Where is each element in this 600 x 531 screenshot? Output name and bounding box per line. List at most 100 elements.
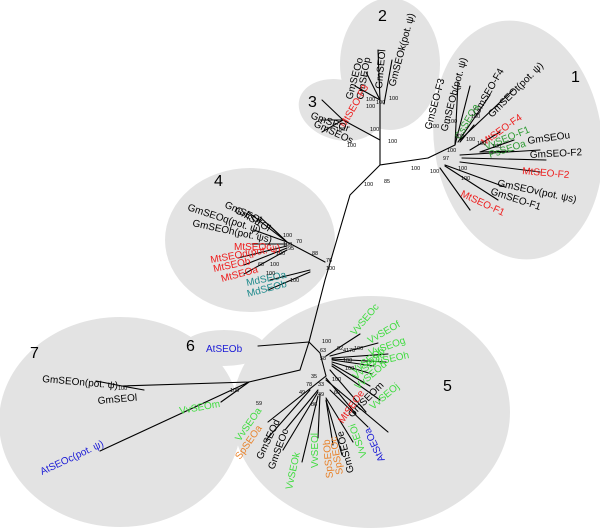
bootstrap-value: 100 [270,262,279,268]
branch-c5-vvi [329,389,369,428]
branch-c5-vvj [331,365,381,401]
bootstrap-value: 100 [492,144,501,150]
branch-c4-mda [269,269,311,281]
bootstrap-value: 100 [118,386,127,392]
bootstrap-value: 100 [266,271,275,277]
bootstrap-value: 100 [354,346,363,352]
bootstrap-value: 100 [276,251,285,257]
branch-backbone [308,157,429,343]
branch-c4-mtb [243,247,288,266]
bootstrap-value: 100 [345,366,354,372]
branch-to-clade-6 [257,341,310,347]
bootstrap-value: 33 [318,382,324,388]
branch-c1-gmf4 [457,94,491,143]
bootstrap-value: 100 [458,166,467,172]
branch-c5-vvc [325,333,361,357]
branch-c2-k [383,59,393,105]
bootstrap-value: 78 [306,382,312,388]
group-labels: 1 2 3 4 5 6 7 [30,8,580,395]
branch-c5-vvf [329,342,379,357]
branch-c5-ata [325,379,389,433]
bootstrap-value: 35 [311,374,317,380]
bootstrap-values: 100 100 100 100 100 100 100 100 97 100 1… [118,96,501,408]
bootstrap-value: 100 [283,242,292,248]
group-label-5: 5 [443,378,452,395]
bootstrap-value: 100 [230,388,239,394]
branch-c5-vvk [301,395,319,463]
branch-c7-n [95,380,123,387]
group-label-2: 2 [378,8,387,25]
bootstrap-value: 100 [430,169,439,175]
bootstrap-value: 100 [455,134,464,140]
bootstrap-value: 100 [364,182,373,188]
bootstrap-value: 100 [447,148,456,154]
bootstrap-value: 86 [311,402,317,408]
branch-c1-mtf2 [459,161,541,173]
bootstrap-value: 59 [256,401,262,407]
bootstrap-value: 70 [296,239,302,245]
branch-c5-vva [267,375,327,423]
bootstrap-value: 100 [290,278,299,284]
bootstrap-value: 92 [337,346,343,352]
bootstrap-value: 97 [443,156,449,162]
bootstrap-value: 100 [376,100,385,106]
branch-c1-gmf3 [454,81,459,146]
branch-c1-gmb [454,85,471,146]
branch-c4-mtd [237,245,288,259]
branch-c5-spb [325,399,334,446]
bootstrap-value: 76 [326,258,332,264]
clade-5-background [232,296,510,528]
bootstrap-value: 100 [466,137,475,143]
branch-c4-h [253,229,288,243]
branch-c5-vvg [331,353,389,359]
branch-c5-vvh [331,358,387,363]
branch-c5-gme [325,397,354,443]
bootstrap-value: 100 [430,124,439,130]
branch-c5-spc [325,399,343,456]
tip-label: SpSEOb [322,439,336,479]
branch-c4-mta [243,249,288,275]
branch-c2-o [354,85,381,101]
clade-1-background [433,20,600,260]
branch-c1-cs [459,124,475,143]
bootstrap-value: 100 [332,377,341,383]
branch-c4-q [247,211,288,243]
tip-label: VvSEOl [310,433,321,468]
branch-c1-gmv [444,164,506,188]
bootstrap-value: 60 [334,390,340,396]
bootstrap-value: 100 [471,114,480,120]
bootstrap-value: 100 [461,176,470,182]
branch-c1-mtf4 [469,131,501,151]
group-label-3: 3 [308,94,317,111]
bootstrap-value: 100 [477,141,486,147]
bootstrap-value: 68 [258,262,264,268]
branch-c5-vvd [331,363,371,387]
bootstrap-value: 100 [411,166,420,172]
bootstrap-value: 70 [349,348,355,354]
branch-c2-l [377,49,381,101]
group-label-4: 4 [214,173,223,190]
bootstrap-value: 100 [347,143,356,149]
bootstrap-value: 100 [343,358,352,364]
tree-branches [95,49,547,463]
bootstrap-value: 95 [288,246,294,252]
branch-c5-gmm [329,369,367,413]
branch-c1-stem [427,144,456,159]
branch-to-clade-3 [342,119,381,141]
branch-c7-vvm [220,381,250,403]
branch-c1-mtf1 [439,167,471,211]
tip-label: AtSEOb [206,344,243,355]
bootstrap-value: 100 [283,233,292,239]
branch-c1-gmf2 [461,157,547,161]
group-label-7: 7 [30,345,39,362]
branch-c3-f3 [321,99,344,121]
branch-c5-vvb [331,359,375,367]
branch-c2-p [365,71,381,101]
branch-c1-gmu [459,149,541,156]
branch-c5-vvl [317,393,321,439]
branch-to-clade-7 [121,341,310,387]
bootstrap-value: 49 [318,392,324,398]
bootstrap-value: 49 [299,390,305,396]
bootstrap-value: 63 [320,348,326,354]
